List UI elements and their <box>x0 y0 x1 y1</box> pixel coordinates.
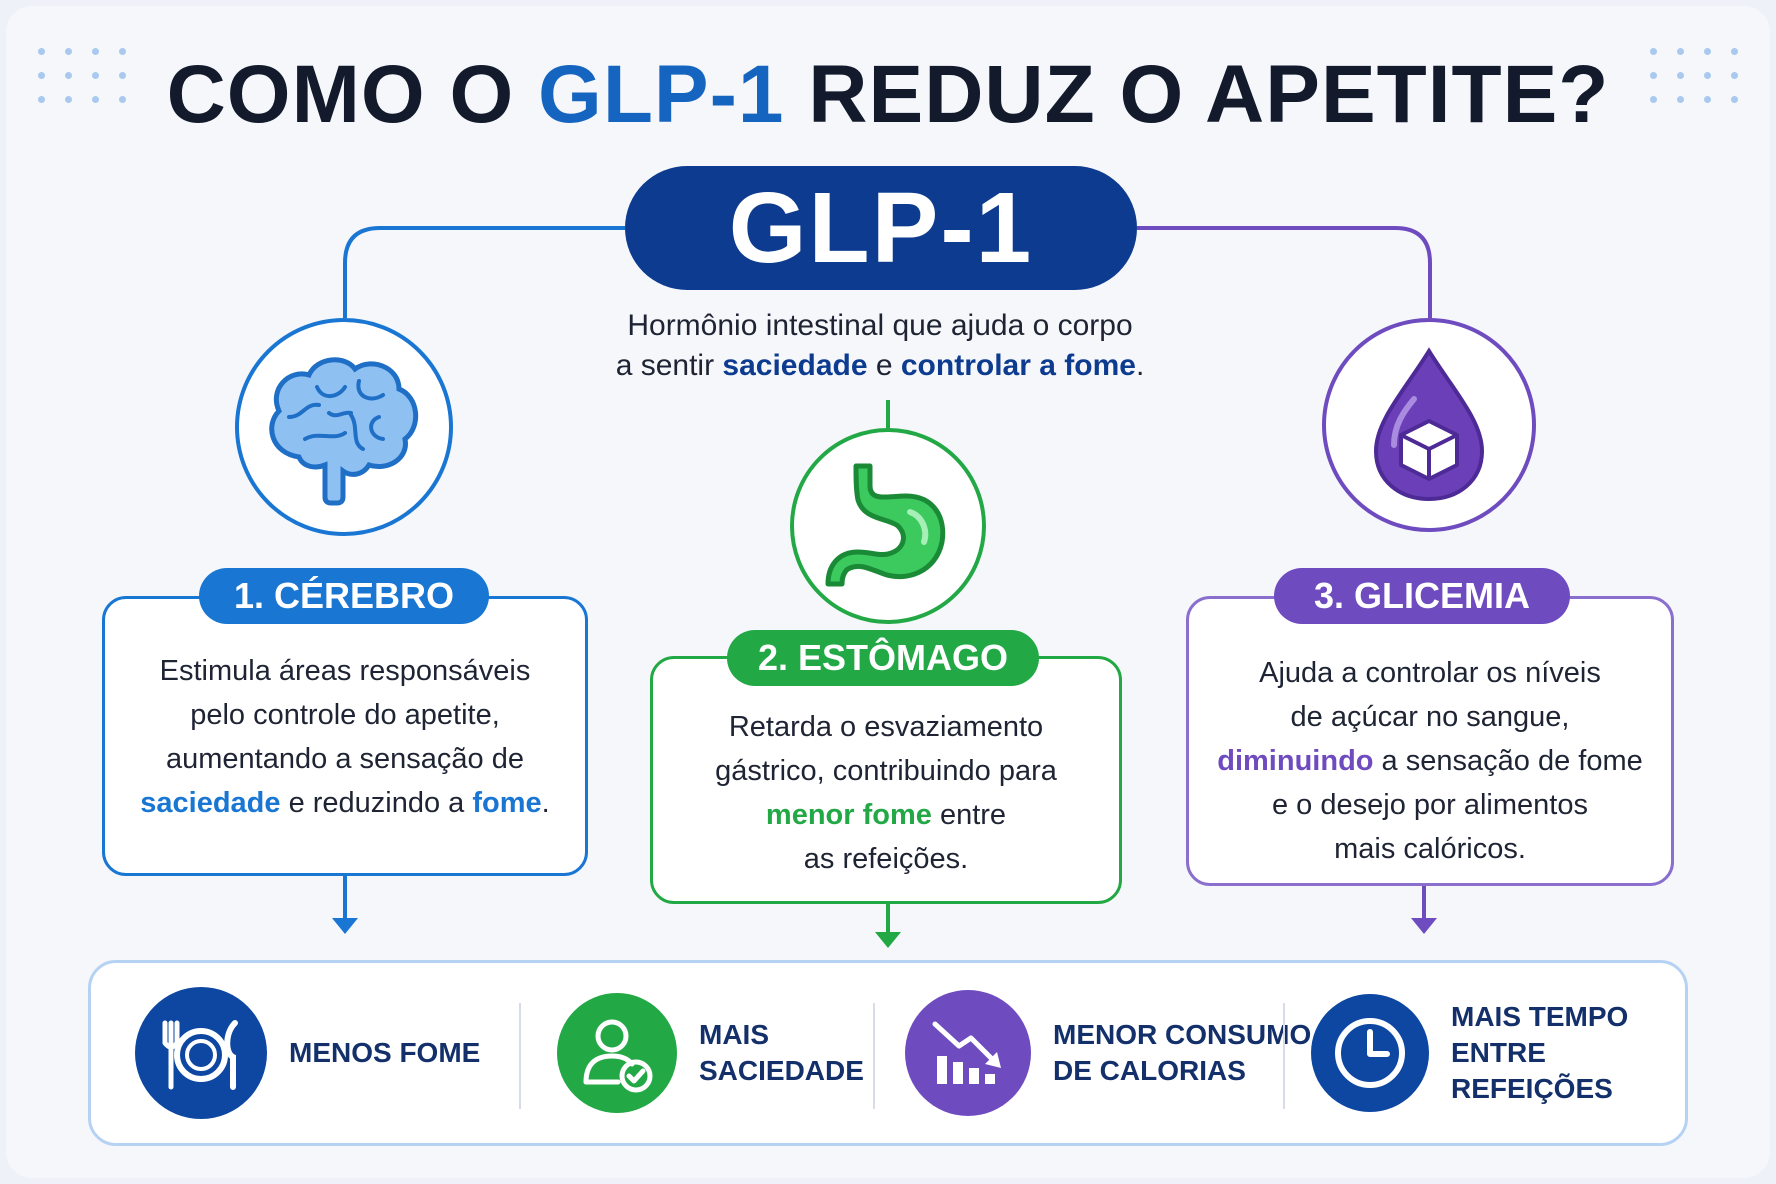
decorative-dots-left <box>38 48 129 103</box>
benefit-label: MENOS FOME <box>289 1037 481 1068</box>
benefit-mais-tempo: MAIS TEMPO ENTRE REFEIÇÕES <box>1311 963 1685 1143</box>
benefit-menor-consumo: MENOR CONSUMO DE CALORIAS <box>905 963 1311 1143</box>
benefit-label: MENOR CONSUMO DE CALORIAS <box>1053 1019 1312 1086</box>
stomach-icon <box>825 463 946 587</box>
card-estomago-text: Retarda o esvaziamento gástrico, contrib… <box>715 711 1057 875</box>
tag-cerebro: 1. CÉREBRO <box>199 568 489 624</box>
title-prefix: COMO O <box>166 49 539 140</box>
highlight-saciedade: saciedade <box>722 349 868 382</box>
benefit-menos-fome: MENOS FOME <box>135 963 480 1143</box>
page-title: COMO O GLP-1 REDUZ O APETITE? <box>0 48 1776 142</box>
glp1-pill: GLP-1 <box>625 166 1137 290</box>
description-line-1: Hormônio intestinal que ajuda o corpo <box>627 309 1133 342</box>
tag-estomago: 2. ESTÔMAGO <box>727 630 1039 686</box>
plate-cutlery-icon <box>135 987 267 1119</box>
card-glicemia: Ajuda a controlar os níveis de açúcar no… <box>1186 596 1674 886</box>
glucose-circle <box>1322 318 1536 532</box>
stomach-circle <box>790 428 986 624</box>
brain-icon <box>269 357 419 506</box>
card-cerebro-text: Estimula áreas responsáveis pelo control… <box>140 655 550 819</box>
card-glicemia-text: Ajuda a controlar os níveis de açúcar no… <box>1217 657 1643 865</box>
title-accent: GLP-1 <box>538 49 785 140</box>
separator <box>1283 1003 1285 1109</box>
benefits-bar: MENOS FOME MAIS SACIEDADE <box>88 960 1688 1146</box>
highlight-diminuindo: diminuindo <box>1217 745 1374 777</box>
tag-glicemia: 3. GLICEMIA <box>1274 568 1570 624</box>
highlight-controlar-fome: controlar a fome <box>900 349 1136 382</box>
separator <box>519 1003 521 1109</box>
benefit-mais-saciedade: MAIS SACIEDADE <box>557 963 864 1143</box>
glp1-description: Hormônio intestinal que ajuda o corpo a … <box>560 306 1200 386</box>
highlight-saciedade-card: saciedade <box>140 787 281 819</box>
highlight-menor-fome: menor fome <box>765 799 932 831</box>
description-line-2: a sentir saciedade e controlar a fome. <box>615 349 1145 382</box>
sugar-drop-icon <box>1373 347 1485 502</box>
decorative-dots-right <box>1650 48 1741 103</box>
clock-icon <box>1311 994 1429 1112</box>
benefit-label: MAIS TEMPO ENTRE REFEIÇÕES <box>1451 1001 1629 1104</box>
title-suffix: REDUZ O APETITE? <box>784 49 1610 140</box>
separator <box>873 1003 875 1109</box>
highlight-fome-card: fome <box>472 787 542 819</box>
card-estomago: Retarda o esvaziamento gástrico, contrib… <box>650 656 1122 904</box>
brain-circle <box>235 318 453 536</box>
chart-down-icon <box>905 990 1031 1116</box>
card-cerebro: Estimula áreas responsáveis pelo control… <box>102 596 588 876</box>
person-check-icon <box>557 993 677 1113</box>
benefit-label: MAIS SACIEDADE <box>699 1019 864 1086</box>
